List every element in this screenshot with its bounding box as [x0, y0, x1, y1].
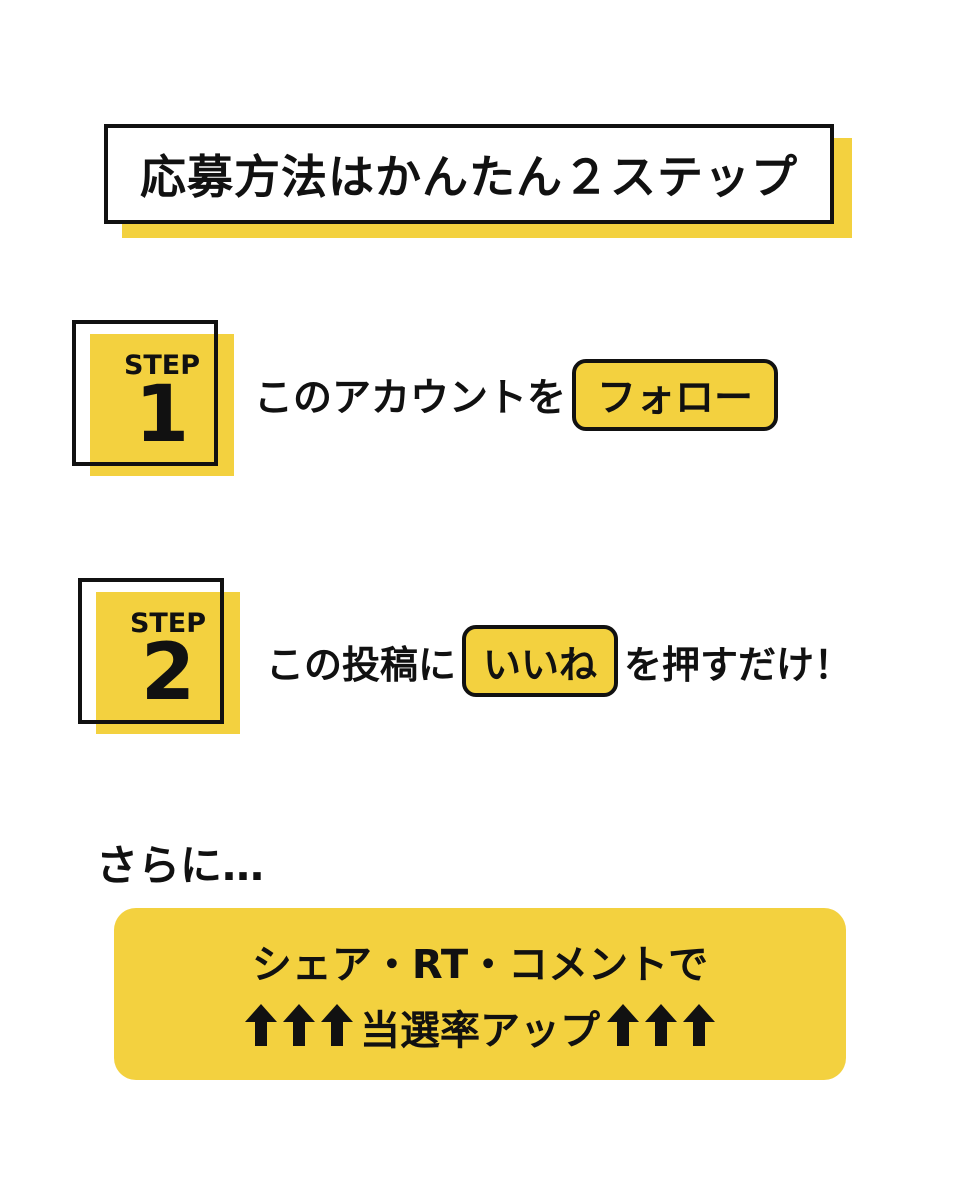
step-2-number: 2: [140, 628, 196, 718]
up-arrow-icon: [245, 1004, 277, 1046]
step-2-text-after: を押すだけ！: [624, 642, 853, 687]
step-1-badge-frame: [72, 320, 218, 466]
up-arrow-icon: [283, 1004, 315, 1046]
bonus-line-2: 当選率アップ: [242, 998, 718, 1056]
title-banner: 応募方法はかんたん２ステップ: [104, 124, 852, 238]
step-1-number: 1: [134, 370, 190, 460]
up-arrow-icon: [607, 1004, 639, 1046]
title-box: 応募方法はかんたん２ステップ: [104, 124, 834, 224]
arrows-right: [604, 1002, 718, 1052]
step-1-text-before: このアカウントを: [254, 376, 567, 421]
step-1-badge: STEP 1: [72, 320, 242, 480]
up-arrow-icon: [321, 1004, 353, 1046]
step-1-highlight: フォロー: [572, 359, 779, 431]
step-2-label: STEP: [129, 608, 207, 639]
step-2-text-before: この投稿に: [266, 642, 457, 687]
step-2-highlight: いいね: [462, 625, 619, 697]
bonus-intro: さらに…: [96, 841, 265, 890]
bonus-line-1: シェア・RT・コメントで: [251, 942, 709, 988]
step-1-text: このアカウントを フォロー: [254, 358, 784, 432]
bonus-line-2-text: 当選率アップ: [360, 1008, 600, 1054]
bonus-box: シェア・RT・コメントで 当選率アップ: [114, 908, 846, 1080]
step-2-badge: STEP 2: [78, 578, 248, 738]
step-1-badge-fill: [90, 334, 234, 476]
step-2-badge-fill: [96, 592, 240, 734]
step-2-badge-frame: [78, 578, 224, 724]
up-arrow-icon: [645, 1004, 677, 1046]
step-2-text: この投稿に いいね を押すだけ！: [266, 624, 852, 698]
arrows-left: [242, 1002, 356, 1052]
up-arrow-icon: [683, 1004, 715, 1046]
step-1-label: STEP: [123, 350, 201, 381]
page-title: 応募方法はかんたん２ステップ: [140, 150, 798, 204]
